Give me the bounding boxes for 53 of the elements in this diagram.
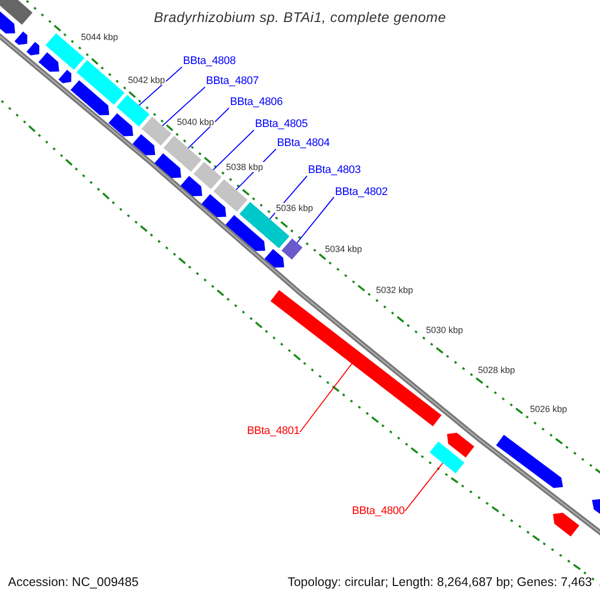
- gene-label: BBta_4800: [352, 505, 405, 517]
- gene-feature: [164, 136, 202, 172]
- title: Bradyrhizobium sp. BTAi1, complete genome: [152, 9, 448, 25]
- gene-label: BBta_4804: [277, 137, 330, 149]
- gene-feature: [214, 179, 248, 212]
- gene-feature: [202, 194, 226, 218]
- leader-line: [404, 462, 444, 512]
- gene-feature: [0, 0, 32, 25]
- gene-label: BBta_4805: [255, 118, 308, 130]
- leader-line: [212, 130, 254, 170]
- gene-label: BBta_4808: [183, 55, 236, 67]
- gene-feature: [154, 153, 182, 178]
- gene-label: BBta_4803: [308, 164, 361, 176]
- gene-feature: [76, 60, 124, 105]
- scale-label: 5040 kbp: [176, 117, 216, 127]
- gene-label: BBta_4802: [335, 186, 388, 198]
- scale-label: 5034 kbp: [324, 244, 364, 254]
- leader-line: [300, 363, 352, 432]
- gene-feature: [553, 512, 580, 536]
- scale-label: 5032 kbp: [375, 285, 414, 295]
- gene-feature: [447, 432, 474, 458]
- gene-label: BBta_4807: [206, 75, 259, 87]
- scale-label: 5028 kbp: [477, 365, 516, 375]
- scale-label: 5036 kbp: [275, 203, 314, 213]
- leader-line: [162, 86, 206, 126]
- scale-label: 5044 kbp: [80, 32, 120, 42]
- gene-feature: [142, 116, 172, 146]
- gene-feature: [132, 134, 156, 156]
- gene-feature: [116, 94, 150, 126]
- scale-label: 5030 kbp: [425, 325, 464, 335]
- gene-feature: [14, 32, 28, 45]
- scale-label: 5026 kbp: [529, 404, 568, 414]
- scale-label: 5038 kbp: [225, 162, 264, 172]
- footer-text: Topology: circular; Length: 8,264,687 bp; Genes: 7,463: [288, 575, 592, 589]
- gene-feature: [282, 238, 302, 260]
- gene-feature: [0, 10, 16, 34]
- gene-label: BBta_4801: [247, 425, 300, 437]
- gene-feature: [430, 442, 464, 474]
- leader-line: [296, 196, 334, 244]
- gene-feature: [180, 176, 202, 196]
- gene-feature: [108, 113, 134, 136]
- gene-feature: [58, 70, 72, 84]
- gene-label: BBta_4806: [230, 96, 283, 108]
- scale-label: 5042 kbp: [127, 75, 166, 85]
- gene-feature: [496, 434, 563, 488]
- leader-line: [138, 66, 182, 106]
- leader-line: [188, 108, 230, 149]
- gene-feature: [38, 52, 60, 72]
- gene-feature: [70, 80, 110, 116]
- footer-text: Accession: NC_009485: [8, 575, 139, 589]
- gene-feature: [194, 162, 222, 190]
- gene-feature: [226, 215, 266, 251]
- gene-feature: [26, 42, 40, 56]
